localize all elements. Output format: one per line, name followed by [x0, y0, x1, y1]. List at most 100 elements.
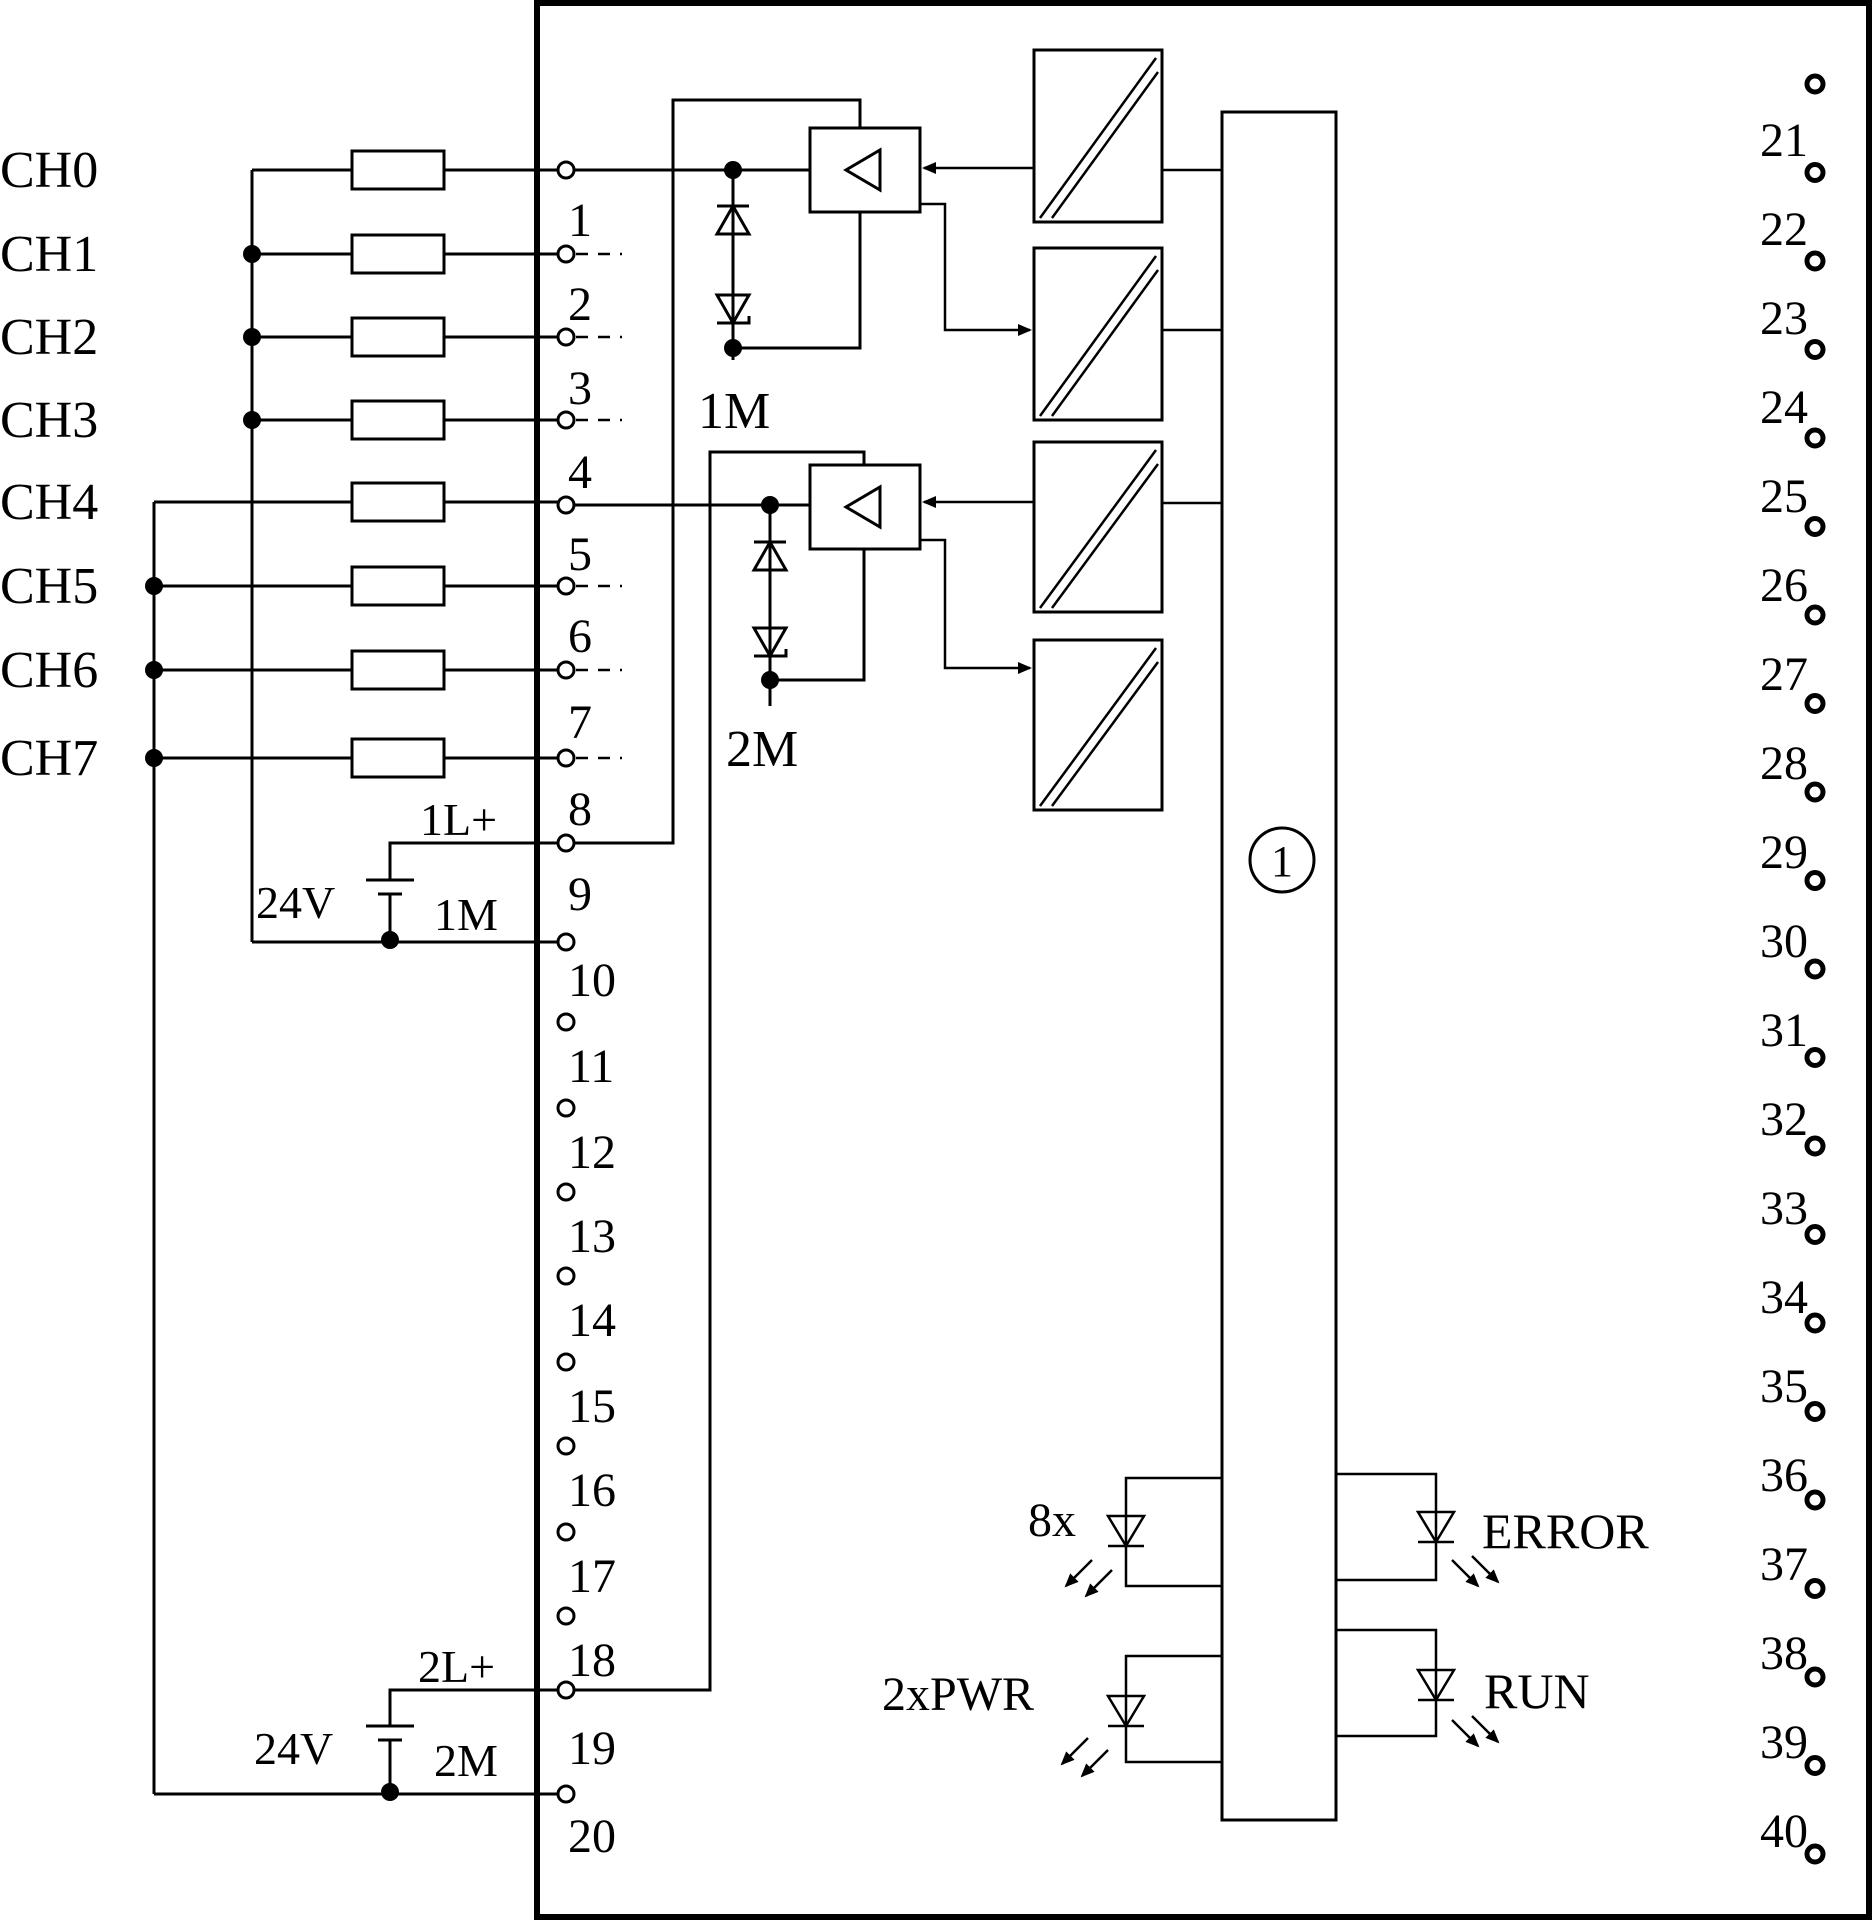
label-2xpwr: 2xPWR [882, 1668, 1034, 1721]
channel-label-ch3: CH3 [0, 392, 98, 449]
label-2l-plus: 2L+ [418, 1641, 495, 1692]
terminal-15 [556, 1352, 576, 1372]
amplifier-2 [808, 463, 922, 551]
right-pin-label-38: 38 [1760, 1627, 1808, 1680]
right-terminal-17 [1804, 1489, 1826, 1511]
right-terminal-8 [1804, 693, 1826, 714]
terminal-7 [556, 660, 576, 680]
label-24v-2: 24V [254, 1723, 333, 1774]
terminal-6 [556, 576, 576, 596]
diode-1a [714, 202, 752, 236]
channel-resistor [350, 399, 446, 441]
right-pin-label-36: 36 [1760, 1449, 1808, 1502]
terminal-1 [556, 160, 576, 180]
right-pin-label-30: 30 [1760, 915, 1808, 968]
terminal-13 [556, 1182, 576, 1202]
right-pin-label-31: 31 [1760, 1004, 1808, 1057]
right-pin-label-29: 29 [1760, 826, 1808, 879]
terminal-16 [556, 1436, 576, 1456]
label-group1-1m: 1M [698, 383, 770, 440]
right-pin-label-40: 40 [1760, 1805, 1808, 1858]
right-pin-label-22: 22 [1760, 203, 1808, 256]
right-pin-label-28: 28 [1760, 737, 1808, 790]
channel-resistor [350, 649, 446, 691]
channel-resistor [350, 565, 446, 607]
label-group2-2m: 2M [726, 721, 798, 778]
right-pin-label-24: 24 [1760, 381, 1808, 434]
channel-label-ch1: CH1 [0, 226, 98, 283]
terminal-8 [556, 748, 576, 768]
right-terminal-15 [1804, 1312, 1826, 1334]
bus-marker-circle [1248, 826, 1316, 894]
right-terminal-3 [1804, 250, 1826, 272]
right-pin-label-35: 35 [1760, 1360, 1808, 1413]
module-housing [534, 0, 1872, 1920]
label-2m: 2M [434, 1735, 498, 1786]
right-terminal-21 [1804, 1843, 1826, 1865]
terminal-11 [556, 1012, 576, 1032]
left-pin-label-15: 15 [568, 1380, 616, 1433]
supply-2: 2L+ 24V 2M [154, 450, 866, 1801]
right-terminal-7 [1804, 604, 1826, 626]
left-pin-label-6: 6 [568, 610, 592, 663]
channel-label-ch7: CH7 [0, 730, 98, 787]
channel-label-ch0: CH0 [0, 142, 98, 199]
label-24v-1: 24V [256, 877, 335, 928]
label-error: ERROR [1482, 1503, 1649, 1559]
left-pin-label-12: 12 [568, 1126, 616, 1179]
right-terminal-2 [1804, 162, 1826, 183]
left-pin-label-9: 9 [568, 868, 592, 921]
channel-resistor [350, 481, 446, 523]
left-pin-label-1: 1 [568, 194, 592, 247]
converters [1032, 48, 1222, 812]
right-pin-label-34: 34 [1760, 1271, 1808, 1324]
right-pin-label-27: 27 [1760, 648, 1808, 701]
right-terminal-12 [1804, 1047, 1826, 1068]
diode-2b [751, 626, 789, 660]
terminal-18 [556, 1606, 576, 1626]
right-terminal-10 [1804, 870, 1826, 891]
terminal-10 [556, 932, 576, 952]
diode-1b [714, 293, 752, 327]
right-terminal-18 [1804, 1578, 1826, 1599]
channel-label-ch5: CH5 [0, 558, 98, 615]
label-1m: 1M [434, 889, 498, 940]
right-terminal-9 [1804, 781, 1826, 803]
right-terminal-19 [1804, 1666, 1826, 1688]
right-terminal-20 [1804, 1755, 1826, 1776]
left-pin-label-4: 4 [568, 446, 592, 499]
supply-1: 1L+ 24V 1M [252, 98, 862, 949]
supply-2-junction [381, 1783, 399, 1801]
channel-led: 8x [1028, 1476, 1222, 1598]
channel-resistor [350, 316, 446, 358]
right-pin-label-21: 21 [1760, 114, 1808, 167]
label-8x: 8x [1028, 1494, 1076, 1547]
pwr-led: 2xPWR [882, 1654, 1222, 1778]
channel-label-ch2: CH2 [0, 309, 98, 366]
channel-label-ch6: CH6 [0, 642, 98, 699]
amplifier-1-symbol [843, 147, 882, 193]
right-pin-label-23: 23 [1760, 292, 1808, 345]
left-pin-label-16: 16 [568, 1464, 616, 1517]
right-pin-label-37: 37 [1760, 1538, 1808, 1591]
left-pin-label-5: 5 [568, 528, 592, 581]
terminal-3 [556, 327, 576, 347]
left-pin-label-18: 18 [568, 1634, 616, 1687]
label-1l-plus: 1L+ [420, 794, 497, 845]
right-terminal-5 [1804, 427, 1826, 449]
channel-resistor [350, 737, 446, 779]
right-terminal-13 [1804, 1135, 1826, 1157]
terminal-17 [556, 1522, 576, 1542]
right-pin-label-26: 26 [1760, 559, 1808, 612]
left-pin-label-11: 11 [568, 1040, 614, 1093]
left-pin-label-20: 20 [568, 1810, 616, 1863]
left-pin-label-2: 2 [568, 278, 592, 331]
left-pin-label-8: 8 [568, 783, 592, 836]
internal-bus [1220, 110, 1338, 1822]
right-terminal-16 [1804, 1401, 1826, 1422]
right-terminal-11 [1804, 958, 1826, 980]
amplifier-group-1: 1M [566, 126, 1034, 440]
